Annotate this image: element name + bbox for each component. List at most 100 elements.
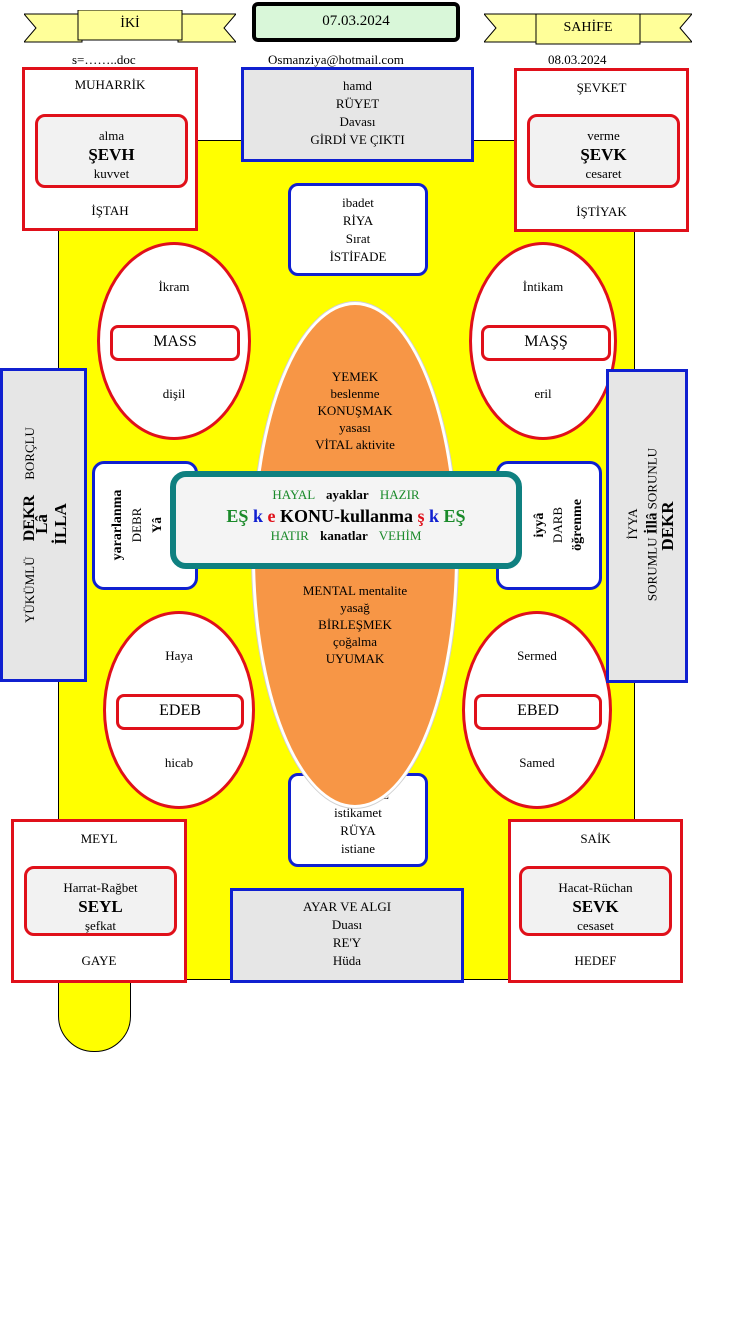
top-box-line: GİRDİ VE ÇIKTI — [310, 132, 405, 147]
corner-top-label: ŞEVKET — [576, 80, 627, 95]
right-panel-a: İYYA — [625, 508, 640, 540]
corner-top-label: MEYL — [80, 831, 118, 846]
istikmal-line: RÜYA — [340, 823, 376, 838]
center-row3-b: kanatlar — [320, 528, 368, 543]
center-upper-line: yasası — [339, 420, 371, 435]
center-lower-line: çoğalma — [332, 634, 378, 649]
oval-inner: EDEB — [116, 694, 244, 730]
oval-inner: EBED — [474, 694, 602, 730]
oval-bottom-label: Samed — [519, 755, 555, 770]
corner-bottom-label: İŞTAH — [91, 203, 129, 218]
corner-top-left: MUHARRİK alma ŞEVH kuvvet İŞTAH — [22, 67, 198, 231]
center-lower-line: BİRLEŞMEK — [318, 617, 392, 632]
center-box-row1: HAYAL ayaklar HAZIR — [176, 487, 516, 503]
right-ribbon-label: SAHİFE — [563, 20, 613, 35]
center-upper-line: YEMEK — [331, 369, 379, 384]
center-upper-line: KONUŞMAK — [317, 403, 393, 418]
left-small-b: DEBR — [129, 507, 144, 543]
center-row2-d: KONU-kullanma — [279, 506, 413, 526]
bottom-box: AYAR VE ALGI Duası RE'Y Hüda — [230, 888, 464, 983]
oval-inner: MAŞŞ — [481, 325, 611, 361]
center-row2-a: EŞ — [226, 506, 249, 526]
center-row3-c: VEHİM — [378, 528, 422, 543]
left-ribbon-label: İKİ — [120, 16, 140, 31]
corner-top-label: SAİK — [580, 831, 611, 846]
left-panel-c: BORÇLU — [22, 427, 37, 480]
right-small-a: iyyâ — [532, 512, 547, 538]
ibadet-line: RİYA — [342, 213, 374, 228]
center-box-row2: EŞ k e KONU-kullanma ş k EŞ — [176, 506, 516, 527]
center-lower-line: MENTAL mentalite — [302, 583, 408, 598]
date-box: 07.03.2024 — [252, 2, 460, 42]
top-box: hamd RÜYET Davası GİRDİ VE ÇIKTI — [241, 67, 474, 162]
oval-top-right: İntikam MAŞŞ eril — [469, 242, 617, 440]
ibadet-box: ibadet RİYA Sırat İSTİFADE — [288, 183, 428, 276]
right-small-c: öğrenme — [570, 499, 585, 551]
top-box-line: hamd — [343, 78, 372, 93]
oval-top-label: Sermed — [517, 648, 557, 663]
right-panel — [606, 369, 688, 683]
right-panel-line1: İYYA — [625, 379, 641, 669]
left-file: s=……..doc — [72, 52, 136, 67]
corner-bottom-right: SAİK Hacat-Rüchan SEVK cesaset HEDEF — [508, 819, 683, 983]
left-panel — [0, 368, 87, 682]
oval-top-label: Haya — [165, 648, 193, 663]
left-panel-d: Lâ — [32, 514, 51, 534]
corner-inner-line: şefkat — [84, 918, 117, 933]
center-row3-a: HATIR — [270, 528, 309, 543]
bottom-box-line: AYAR VE ALGI — [302, 899, 392, 914]
oval-top-label: İkram — [158, 279, 190, 294]
corner-inner-big: SEVK — [572, 897, 619, 916]
center-lower-line: yasağ — [340, 600, 370, 615]
corner-inner-line: Hacat-Rüchan — [558, 880, 633, 895]
center-upper-line: beslenme — [330, 386, 380, 401]
right-ribbon: SAHİFE — [484, 10, 692, 46]
corner-inner-line: alma — [98, 128, 125, 143]
left-small-c: Yâ — [149, 517, 164, 533]
corner-bottom-label: HEDEF — [574, 953, 617, 968]
corner-inner-line: verme — [587, 128, 620, 143]
oval-top-label: İntikam — [522, 279, 564, 294]
left-panel-a: YÜKÜMLÜ — [22, 556, 37, 623]
corner-top-right: ŞEVKET verme ŞEVK cesaret İŞTİYAK — [514, 68, 689, 232]
right-date: 08.03.2024 — [548, 52, 607, 67]
corner-inner-big: SEYL — [78, 897, 123, 916]
corner-bottom-left: MEYL Harrat-Rağbet SEYL şefkat GAYE — [11, 819, 187, 983]
ibadet-line: Sırat — [345, 231, 371, 246]
corner-inner-big: ŞEVH — [88, 145, 135, 164]
corner-bottom-label: İŞTİYAK — [576, 204, 627, 219]
center-row2-c: e — [267, 506, 276, 526]
center-row2-g: EŞ — [443, 506, 466, 526]
bottom-box-line: Duası — [331, 917, 363, 932]
center-oval-lower: MENTAL mentalite yasağ BİRLEŞMEK çoğalma… — [262, 582, 448, 667]
corner-inner: Hacat-Rüchan SEVK cesaset — [519, 866, 672, 936]
center-lower-line: UYUMAK — [325, 651, 385, 666]
center-row1-b: ayaklar — [326, 487, 369, 502]
corner-inner: alma ŞEVH kuvvet — [35, 114, 188, 188]
center-upper-line: VİTAL aktivite — [315, 437, 395, 452]
oval-bottom-left: Haya EDEB hicab — [103, 611, 255, 809]
corner-inner-line: Harrat-Rağbet — [63, 880, 138, 895]
email: Osmanziya@hotmail.com — [268, 52, 404, 67]
corner-inner-big: ŞEVK — [580, 145, 627, 164]
corner-inner-line: cesaret — [585, 166, 622, 181]
center-row2-e: ş — [417, 506, 425, 526]
corner-inner-line: kuvvet — [93, 166, 130, 181]
corner-bottom-label: GAYE — [81, 953, 117, 968]
top-box-line: RÜYET — [335, 96, 380, 111]
right-panel-e: DEKR — [658, 501, 677, 551]
left-panel-e: İLLA — [51, 503, 70, 545]
left-small-a: yararlanma — [110, 489, 125, 561]
ibadet-line: İSTİFADE — [329, 249, 387, 264]
oval-bottom-label: dişil — [162, 386, 186, 401]
oval-bottom-label: hicab — [164, 755, 194, 770]
bottom-box-line: Hüda — [332, 953, 362, 968]
oval-bottom-label: eril — [534, 386, 552, 401]
center-row1-a: HAYAL — [272, 487, 315, 502]
center-box — [170, 471, 522, 569]
center-oval-upper: YEMEK beslenme KONUŞMAK yasası VİTAL akt… — [262, 368, 448, 453]
top-box-line: Davası — [339, 114, 376, 129]
right-small-b: DARB — [550, 506, 565, 544]
corner-inner: Harrat-Rağbet SEYL şefkat — [24, 866, 177, 936]
oval-top-left: İkram MASS dişil — [97, 242, 251, 440]
